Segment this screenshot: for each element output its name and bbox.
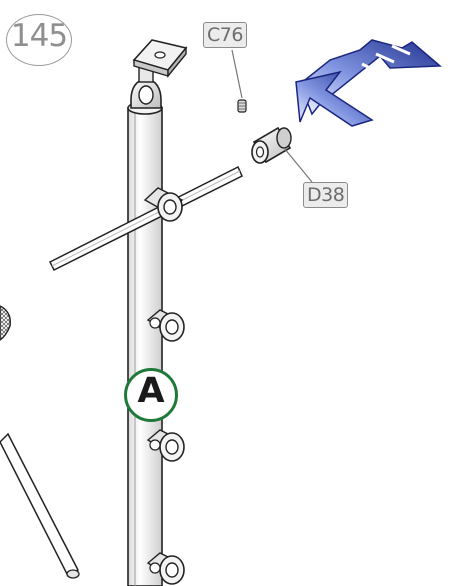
post-connector-4 [146,552,185,585]
assembly-letter: A [137,371,165,411]
post-connector-2 [146,309,185,342]
grub-screw-c76 [237,99,247,113]
diagonal-rod-left [0,432,80,579]
mesh-panel-fragment [0,305,11,341]
post-connector-upper [143,187,184,222]
top-hinge-bracket [130,39,188,109]
leader-lines [231,49,313,183]
step-number: 145 [10,18,68,54]
assembly-badge [124,368,178,422]
tension-barrel-d38 [251,126,292,164]
post-connector-3 [146,429,185,462]
vertical-post [127,101,163,586]
part-label-c76: C76 [203,22,247,48]
part-label-d38: D38 [303,182,349,208]
step-number-badge [6,14,72,66]
direction-arrow-icon [295,39,442,127]
